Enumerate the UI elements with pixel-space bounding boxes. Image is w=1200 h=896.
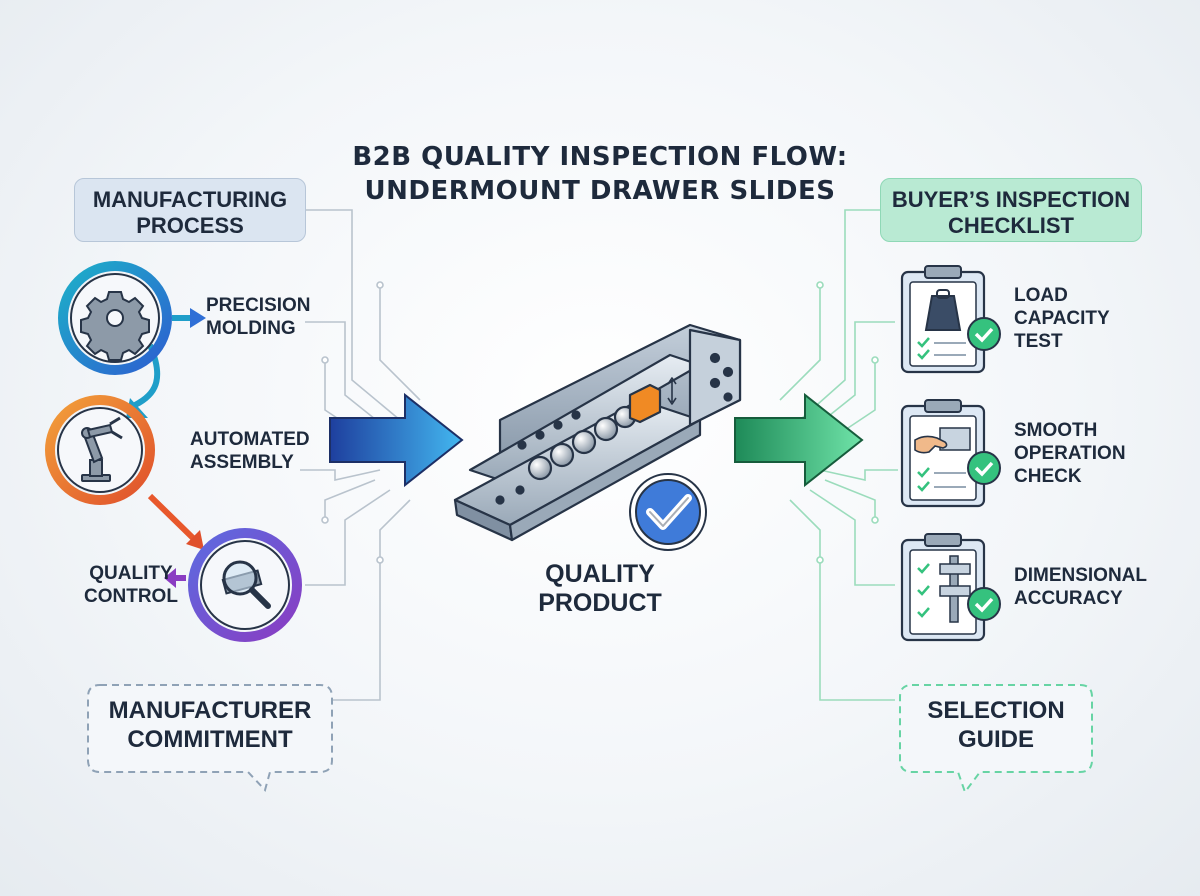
check-load-capacity-label: LOAD CAPACITY TEST — [1014, 285, 1110, 352]
hand-clipboard-icon — [900, 399, 1001, 508]
robot-arm-icon — [81, 416, 123, 482]
circuit-lines-right — [779, 209, 898, 701]
step-automated-assembly-label: AUTOMATED ASSEMBLY — [190, 429, 310, 473]
step-precision-molding-label: PRECISION MOLDING — [206, 295, 311, 339]
manufacturer-commitment-bubble — [87, 684, 333, 792]
flow-arrow-2-3 — [147, 493, 198, 543]
manufacturer-commitment-text: MANUFACTURER COMMITMENT — [108, 697, 312, 753]
gear-icon — [80, 291, 150, 361]
checkmark-badge-icon — [629, 473, 707, 551]
selection-guide-bubble — [899, 684, 1093, 795]
step-precision-molding-icon — [58, 261, 172, 375]
weight-clipboard-icon — [900, 265, 1001, 374]
caliper-clipboard-icon — [900, 533, 1001, 642]
manufacturing-process-tag: MANUFACTURING PROCESS — [74, 178, 306, 242]
title-line-2: UNDERMOUNT DRAWER SLIDES — [364, 176, 836, 206]
check-smooth-operation-label: SMOOTH OPERATION CHECK — [1014, 420, 1126, 487]
step-automated-assembly-icon — [45, 395, 155, 505]
magnifier-icon — [221, 560, 271, 609]
drawer-slide-icon — [453, 323, 742, 542]
buyers-inspection-checklist-tag: BUYER’S INSPECTION CHECKLIST — [880, 178, 1142, 242]
quality-product-label: QUALITY PRODUCT — [538, 560, 662, 617]
outbound-arrow-icon — [734, 392, 864, 488]
selection-guide-text: SELECTION GUIDE — [927, 697, 1065, 753]
page-title: B2B QUALITY INSPECTION FLOW: UNDERMOUNT … — [300, 140, 900, 208]
inbound-arrow-icon — [329, 392, 464, 488]
step-quality-control-icon — [188, 528, 302, 642]
title-line-1: B2B QUALITY INSPECTION FLOW: — [352, 142, 848, 172]
check-dimensional-accuracy-label: DIMENSIONAL ACCURACY — [1014, 565, 1147, 609]
step-quality-control-label: QUALITY CONTROL — [84, 563, 178, 607]
